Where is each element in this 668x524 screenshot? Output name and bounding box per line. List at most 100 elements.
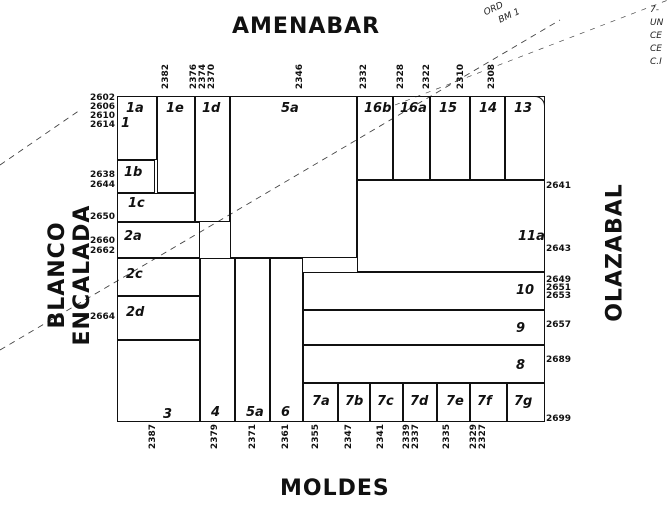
lot-label: 2c: [126, 267, 143, 282]
address-number: 2387: [148, 424, 158, 450]
diagonal-dashed-line: [394, 0, 668, 106]
lot-label: 7e: [446, 394, 464, 409]
lot-label: 7b: [345, 394, 364, 409]
lot-2c: 2c: [117, 258, 200, 296]
street-blanco-encalada: BLANCO ENCALADA: [45, 204, 95, 346]
lot-5a: 5a: [230, 96, 357, 258]
address-number: 2699: [546, 414, 572, 424]
address-number: 2322: [422, 64, 432, 90]
address-number: 2335: [442, 424, 452, 450]
address-number: 2382: [161, 64, 171, 90]
address-number: 2649: [546, 275, 572, 285]
lot-11a: 11a: [357, 180, 545, 272]
address-number: 2664: [90, 312, 116, 322]
lot-label: 7g: [514, 394, 533, 409]
lot-label: 1b: [124, 165, 143, 180]
address-number: 2662: [90, 246, 116, 256]
lot-label: 4: [211, 405, 221, 420]
address-number: 2651: [546, 283, 572, 293]
lot-label: 1: [121, 116, 131, 131]
lot-2a: 2a: [117, 222, 200, 258]
lot-7b: 7b: [338, 383, 370, 422]
lot-5a: 5a: [235, 258, 270, 422]
lot-8: 8: [303, 345, 545, 383]
address-number: 2614: [90, 120, 116, 130]
address-number: 2329 2327: [469, 424, 488, 450]
lot-label: 13: [514, 101, 533, 116]
lot-label: 1e: [166, 101, 184, 116]
address-number: 2361: [281, 424, 291, 450]
lot-1: 1: [117, 110, 137, 150]
lot-label: 1c: [128, 196, 145, 211]
lot-label: 11a: [518, 229, 545, 244]
lot-7f: 7f: [470, 383, 507, 422]
street-olazabal: OLAZABAL: [602, 183, 628, 322]
street-amenabar: AMENABAR: [232, 14, 381, 39]
address-number: 2650: [90, 212, 116, 222]
lot-7g: 7g: [507, 383, 545, 422]
lot-13: 13: [505, 96, 545, 180]
lot-label: 10: [516, 283, 535, 298]
address-number: 2643: [546, 244, 572, 254]
lot-label: 9: [516, 321, 526, 336]
lot-1b: 1b: [117, 160, 155, 193]
lot-label: 7c: [377, 394, 394, 409]
address-number: 2379: [210, 424, 220, 450]
lot-label: 7a: [312, 394, 330, 409]
corner-note: 7- UN CE CE C.I: [650, 4, 663, 69]
lot-1e: 1e: [157, 96, 195, 193]
address-number: 2610: [90, 111, 116, 121]
address-number: 2660: [90, 236, 116, 246]
lot-7c: 7c: [370, 383, 403, 422]
lot-label: 6: [281, 405, 291, 420]
address-number: 2355: [311, 424, 321, 450]
lot-label: 16b: [364, 101, 392, 116]
lot-label: 8: [516, 358, 526, 373]
lot-16b: 16b: [357, 96, 393, 180]
address-number: 2641: [546, 181, 572, 191]
lot-label: 2a: [124, 229, 142, 244]
address-number: 2339 2337: [402, 424, 421, 450]
address-number: 2341: [376, 424, 386, 450]
lot-label: 3: [163, 407, 173, 422]
note-line: CE: [650, 44, 662, 54]
lot-label: 1d: [202, 101, 221, 116]
address-number: 2638: [90, 170, 116, 180]
lot-14: 14: [470, 96, 505, 180]
lot-6: 6: [270, 258, 303, 422]
lot-label: 5a: [281, 101, 299, 116]
address-number: 2602: [90, 93, 116, 103]
lot-label: 15: [439, 101, 458, 116]
lot-10: 10: [303, 272, 545, 310]
diagonal-dashed-line: [0, 109, 81, 166]
lot-2d: 2d: [117, 296, 200, 340]
lot-7a: 7a: [303, 383, 338, 422]
address-number: 2328: [396, 64, 406, 90]
lot-label: 7d: [410, 394, 429, 409]
address-number: 2371: [248, 424, 258, 450]
lot-label: 7f: [477, 394, 492, 409]
lot-label: 16a: [400, 101, 427, 116]
note-line: UN: [650, 18, 664, 28]
lot-1d: 1d: [195, 96, 230, 222]
address-number: 2689: [546, 355, 572, 365]
address-number: 2332: [359, 64, 369, 90]
lot-15: 15: [430, 96, 470, 180]
lot-4: 4: [200, 258, 235, 422]
address-number: 2657: [546, 320, 572, 330]
address-number: 2310: [456, 64, 466, 90]
lot-label: 5a: [246, 405, 264, 420]
lot-7d: 7d: [403, 383, 437, 422]
address-number: 2653: [546, 291, 572, 301]
lot-3: 3: [117, 340, 200, 422]
lot-label: 1a: [126, 101, 144, 116]
note-line: C.I: [650, 57, 662, 67]
address-number: 2346: [295, 64, 305, 90]
lot-label: 14: [479, 101, 498, 116]
address-number: 2308: [487, 64, 497, 90]
note-line: 7-: [650, 5, 659, 15]
lot-1a: 1a: [117, 96, 157, 160]
lot-label: 2d: [126, 305, 145, 320]
lot-16a: 16a: [393, 96, 430, 180]
